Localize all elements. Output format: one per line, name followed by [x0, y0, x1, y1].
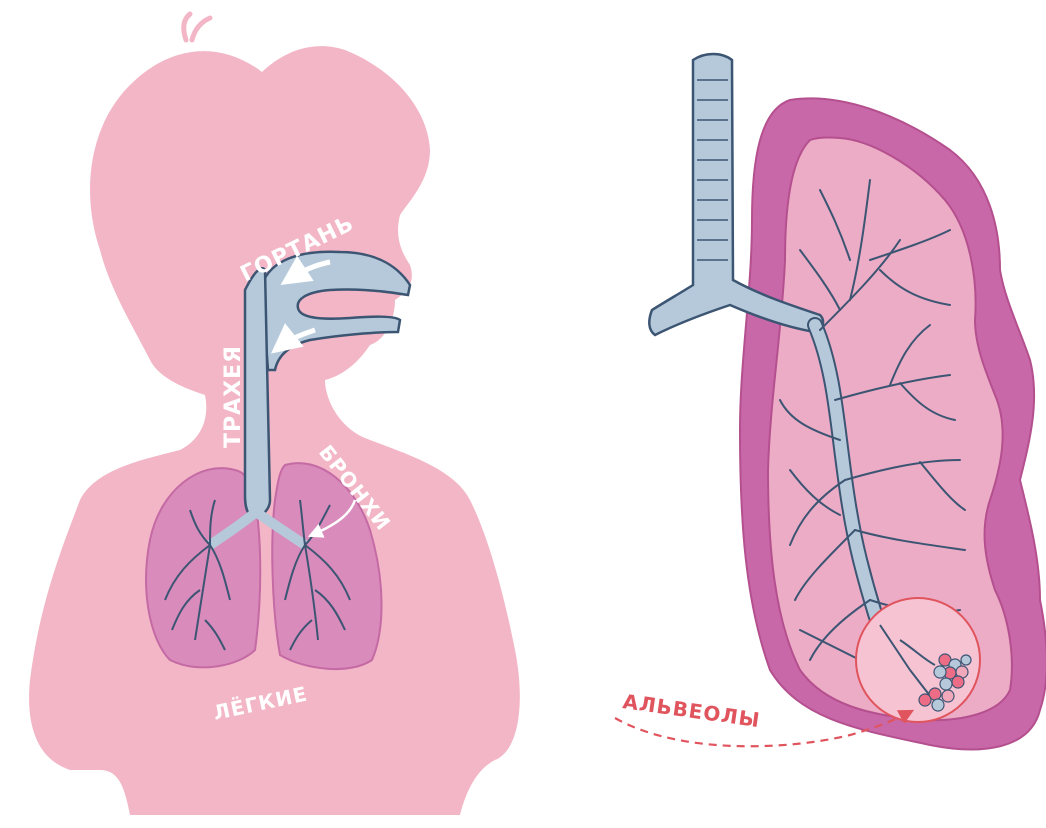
hair-tuft — [184, 14, 210, 40]
label-trachea: ТРАХЕЯ — [221, 345, 246, 448]
alveoli-magnifier — [856, 598, 980, 722]
trachea-tube — [245, 268, 270, 515]
lung-closeup — [615, 54, 1046, 749]
label-alveoli: АЛЬВЕОЛЫ — [621, 689, 762, 732]
